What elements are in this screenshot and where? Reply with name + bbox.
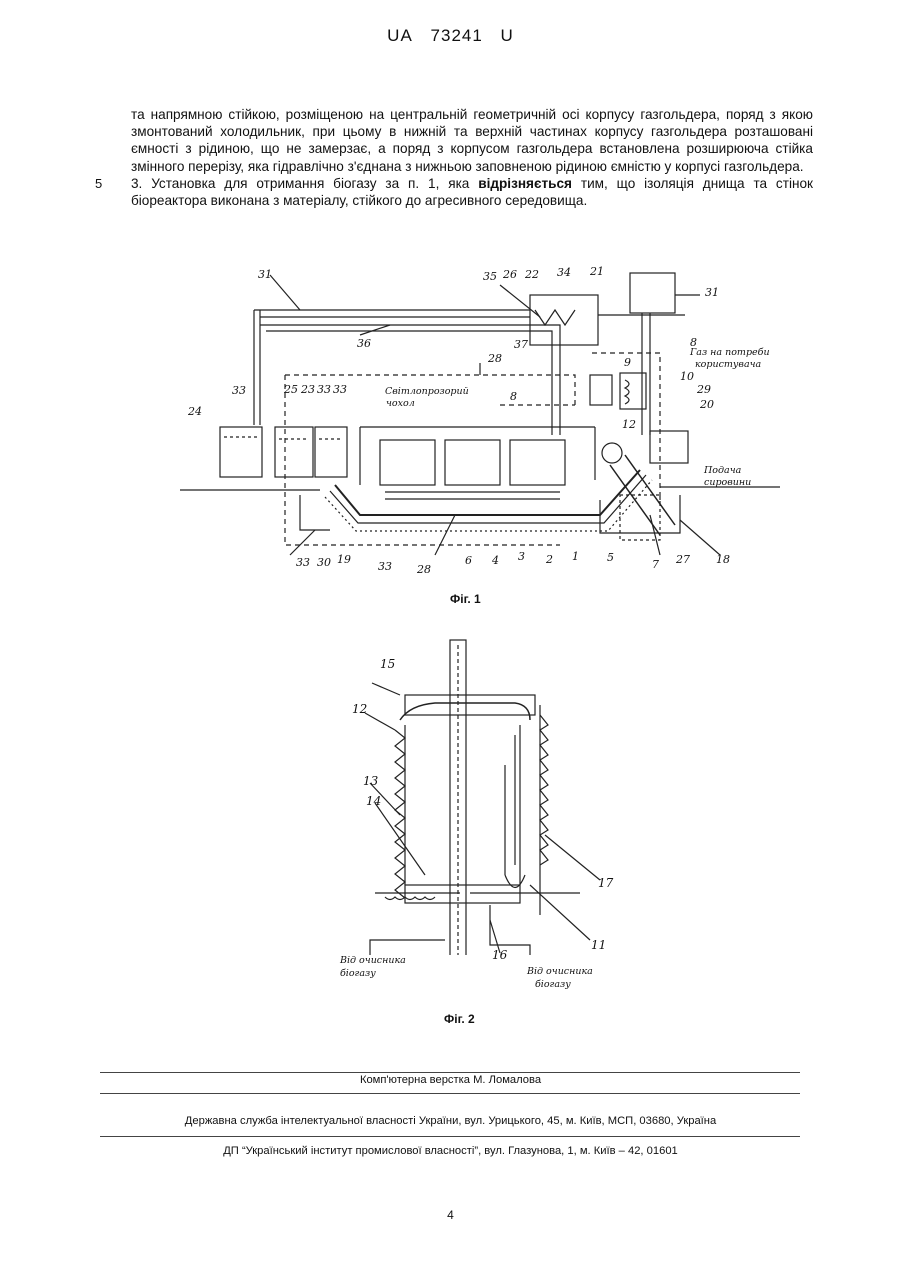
patent-header: UA 73241 U (0, 26, 901, 46)
fig1-label-12: 12 (622, 418, 636, 431)
fig1-label-33: 33 (232, 384, 246, 397)
fig1-label-31: 31 (258, 268, 272, 281)
claims-text: та напрямною стійкою, розміщеною на цент… (131, 106, 813, 209)
fig2-inlet-label-2b: біогазу (535, 979, 571, 990)
fig1-cover-label-2: чохол (386, 398, 415, 409)
fig1-label-18: 18 (716, 553, 730, 566)
fig1-label-6: 6 (465, 554, 472, 567)
fig1-label-36: 36 (357, 337, 371, 350)
figure-1-caption: Фіг. 1 (450, 592, 481, 606)
line-number: 5 (95, 176, 102, 191)
fig1-gas-label: Газ на потреби (690, 347, 770, 358)
fig1-label-1: 1 (572, 550, 579, 563)
footer-layout-credit: Комп'ютерна верстка М. Ломалова (0, 1074, 901, 1086)
fig2-label-12: 12 (352, 702, 367, 716)
fig1-label-8b: 8 (510, 390, 517, 403)
fig1-label-34: 34 (557, 266, 571, 279)
fig1-label-4: 4 (492, 554, 499, 567)
fig1-label-33d: 33 (296, 556, 310, 569)
fig1-gas-label-2: користувача (695, 359, 761, 370)
fig1-label-22: 22 (525, 268, 539, 281)
fig1-label-33e: 33 (378, 560, 392, 573)
fig1-label-2: 2 (546, 553, 553, 566)
fig1-label-23: 23 (301, 383, 315, 396)
footer-service: Державна служба інтелектуальної власност… (0, 1115, 901, 1127)
fig1-label-31b: 31 (705, 286, 719, 299)
fig1-label-20: 20 (700, 398, 714, 411)
fig1-label-29: 29 (697, 383, 711, 396)
figure-2-caption: Фіг. 2 (444, 1012, 475, 1026)
fig1-label-26: 26 (503, 268, 517, 281)
fig1-label-35: 35 (483, 270, 497, 283)
fig1-label-28: 28 (488, 352, 502, 365)
fig1-label-3: 3 (518, 550, 525, 563)
fig2-inlet-label-1: Від очисника (340, 955, 406, 966)
page-number: 4 (0, 1208, 901, 1222)
fig1-label-7: 7 (652, 558, 659, 571)
fig1-label-19: 19 (337, 553, 351, 566)
fig1-label-5: 5 (607, 551, 614, 564)
footer-divider-3 (100, 1136, 800, 1137)
fig1-label-33b: 33 (317, 383, 331, 396)
figure-1-drawing (180, 255, 780, 580)
fig2-inlet-label-1b: біогазу (340, 968, 376, 979)
fig1-label-24: 24 (188, 405, 202, 418)
fig2-label-17: 17 (598, 876, 613, 890)
fig1-feed-label-2: сировини (704, 477, 751, 488)
fig2-label-13: 13 (363, 774, 378, 788)
fig2-inlet-label-2: Від очисника (527, 966, 593, 977)
patent-prefix: UA (387, 26, 413, 45)
fig1-label-30: 30 (317, 556, 331, 569)
fig1-cover-label: Світлопрозорий (385, 386, 469, 397)
footer-divider-2 (100, 1093, 800, 1094)
fig1-label-9: 9 (624, 356, 631, 369)
claim-paragraph-3: 3. Установка для отримання біогазу за п.… (131, 175, 813, 209)
patent-number: 73241 (431, 26, 483, 45)
fig1-label-10: 10 (680, 370, 694, 383)
patent-kind: U (501, 26, 514, 45)
footer-institute: ДП “Український інститут промислової вла… (0, 1145, 901, 1157)
fig1-label-27: 27 (676, 553, 690, 566)
fig1-feed-label: Подача (704, 465, 741, 476)
fig1-label-28b: 28 (417, 563, 431, 576)
fig1-label-25: 25 (284, 383, 298, 396)
fig1-label-33c: 33 (333, 383, 347, 396)
footer-divider-1 (100, 1072, 800, 1073)
claim-keyword: відрізняється (478, 176, 572, 191)
fig1-label-21: 21 (590, 265, 604, 278)
claim-paragraph-1: та напрямною стійкою, розміщеною на цент… (131, 106, 813, 175)
fig2-label-11: 11 (591, 938, 606, 952)
fig2-label-16: 16 (492, 948, 507, 962)
fig1-label-37: 37 (514, 338, 528, 351)
fig2-label-15: 15 (380, 657, 395, 671)
fig2-label-14: 14 (366, 794, 381, 808)
